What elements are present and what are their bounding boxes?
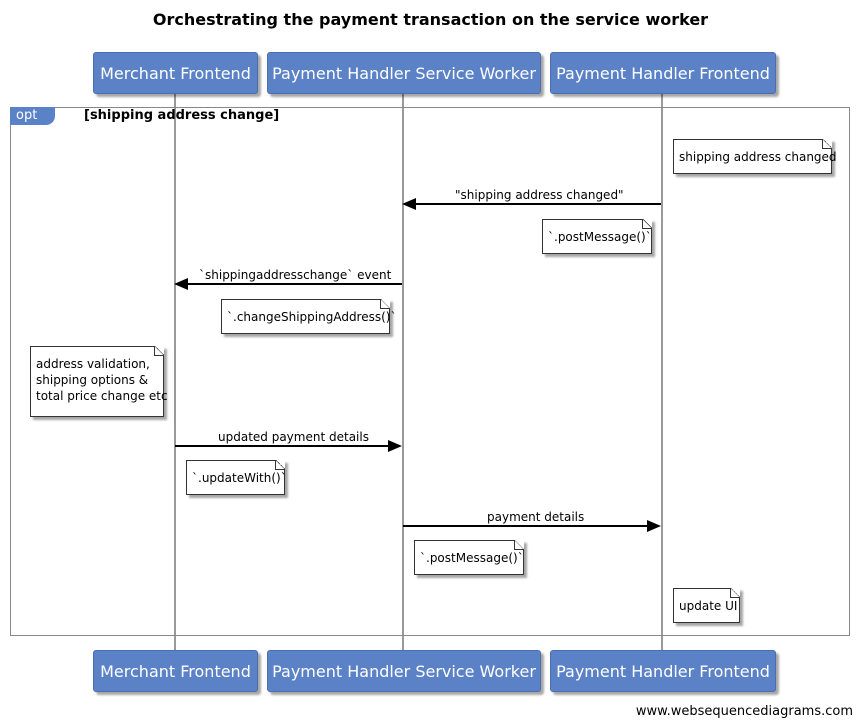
note-shipping-address-changed: shipping address changed [673, 139, 837, 174]
message-label-shipping-address-changed: "shipping address changed" [455, 188, 624, 202]
lifeline-merchant-frontend [174, 92, 176, 650]
lifeline-payment-handler-service-worker [402, 92, 404, 650]
diagram-title: Orchestrating the payment transaction on… [152, 10, 709, 29]
actor-payment-handler-service-worker-top: Payment Handler Service Worker [267, 52, 541, 94]
actor-payment-handler-frontend-bottom: Payment Handler Frontend [550, 650, 776, 692]
note-address-validation-line-2: shipping options & [36, 373, 149, 387]
opt-fragment-operator: opt [10, 107, 55, 125]
note-update-ui: update UI [673, 588, 740, 623]
actor-merchant-frontend-top: Merchant Frontend [93, 52, 258, 94]
message-label-shippingaddresschange-event: `shippingaddresschange` event [199, 268, 392, 282]
note-address-validation: address validation, shipping options & t… [30, 346, 168, 417]
note-postmessage-service-worker: `.postMessage()` [414, 540, 524, 575]
message-label-updated-payment-details: updated payment details [218, 430, 369, 444]
note-address-validation-line-3: total price change etc [36, 389, 168, 403]
actor-payment-handler-frontend-top: Payment Handler Frontend [550, 52, 776, 94]
note-postmessage-frontend: `.postMessage()` [542, 219, 652, 254]
opt-fragment-guard: [shipping address change] [84, 108, 280, 123]
note-update-with: `.updateWith()` [186, 460, 287, 495]
watermark: www.websequencediagrams.com [635, 704, 853, 719]
actor-payment-handler-service-worker-bottom: Payment Handler Service Worker [267, 650, 541, 692]
message-label-payment-details: payment details [487, 510, 585, 524]
opt-fragment-frame [10, 107, 850, 636]
actor-merchant-frontend-bottom: Merchant Frontend [93, 650, 258, 692]
lifeline-payment-handler-frontend [661, 92, 663, 650]
note-address-validation-line-1: address validation, [36, 357, 150, 371]
note-change-shipping-address: `.changeShippingAddress()` [221, 299, 396, 334]
